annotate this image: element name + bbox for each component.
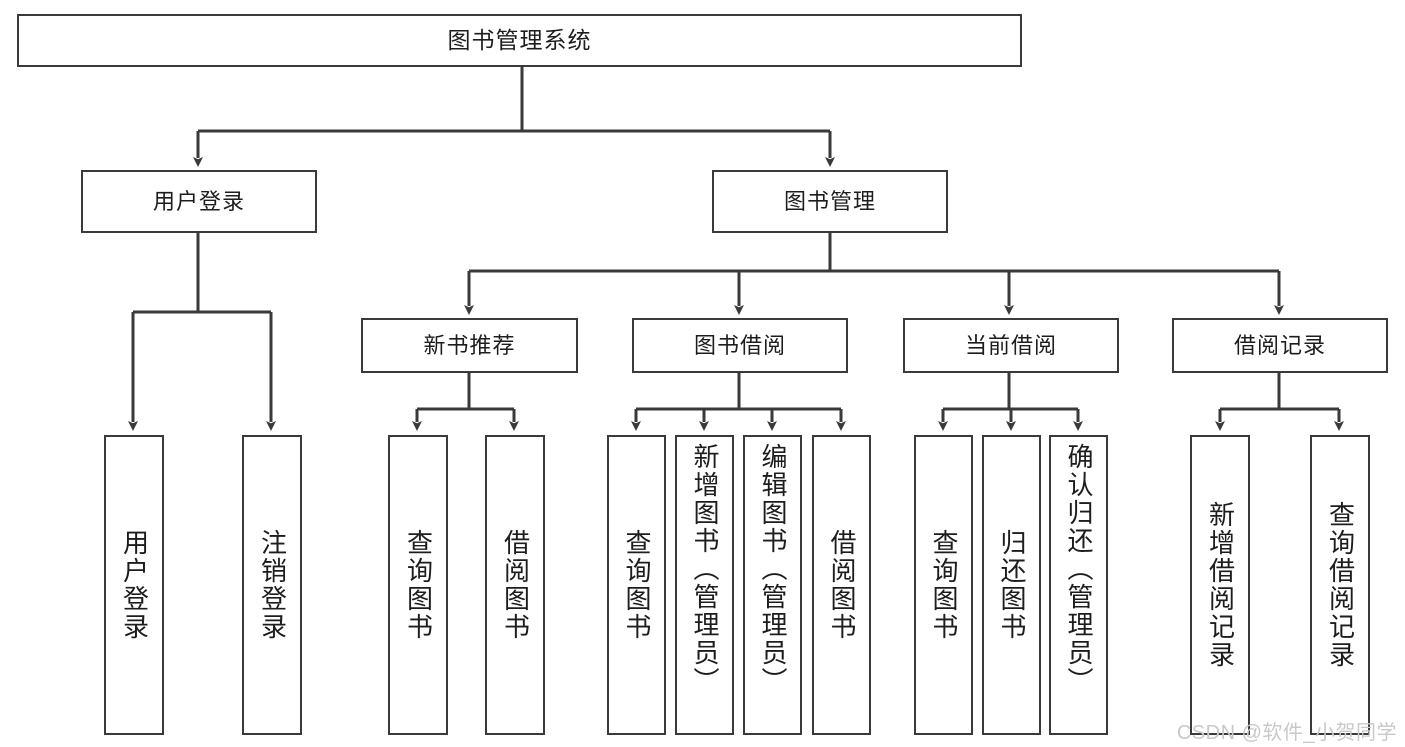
- leaf-borrow-book-1[interactable]: 借阅图书: [485, 435, 545, 735]
- node-current-borrow-label: 当前借阅: [964, 332, 1057, 358]
- leaf-add-record-label: 新增借阅记录: [1205, 501, 1236, 669]
- node-user-login[interactable]: 用户登录: [81, 170, 317, 233]
- node-new-book-rec-label: 新书推荐: [423, 332, 516, 358]
- node-book-mgmt[interactable]: 图书管理: [712, 170, 948, 233]
- node-new-book-rec[interactable]: 新书推荐: [361, 318, 578, 373]
- leaf-query-book-2-label: 查询图书: [622, 529, 653, 641]
- leaf-add-book[interactable]: 新增图书（管理员）: [675, 435, 734, 735]
- leaf-return-book-label: 归还图书: [997, 529, 1028, 641]
- leaf-confirm-return-label: 确认归还（管理员）: [1064, 443, 1095, 695]
- leaf-user-login[interactable]: 用户登录: [104, 435, 164, 735]
- node-user-login-label: 用户登录: [152, 188, 245, 214]
- leaf-borrow-book-2[interactable]: 借阅图书: [812, 435, 871, 735]
- leaf-query-book-1-label: 查询图书: [403, 529, 434, 641]
- leaf-add-book-label: 新增图书（管理员）: [690, 443, 721, 695]
- watermark-text: CSDN @软件_小贺同学: [1176, 722, 1397, 744]
- leaf-query-book-3[interactable]: 查询图书: [914, 435, 973, 735]
- node-root-label: 图书管理系统: [447, 27, 592, 54]
- node-book-mgmt-label: 图书管理: [783, 188, 876, 214]
- node-borrow-record[interactable]: 借阅记录: [1172, 318, 1388, 373]
- leaf-query-book-2[interactable]: 查询图书: [607, 435, 666, 735]
- leaf-add-record[interactable]: 新增借阅记录: [1190, 435, 1250, 735]
- node-current-borrow[interactable]: 当前借阅: [903, 318, 1119, 373]
- leaf-query-record[interactable]: 查询借阅记录: [1310, 435, 1370, 735]
- leaf-logout[interactable]: 注销登录: [242, 435, 302, 735]
- node-book-borrow-label: 图书借阅: [693, 332, 786, 358]
- leaf-confirm-return[interactable]: 确认归还（管理员）: [1049, 435, 1108, 735]
- node-borrow-record-label: 借阅记录: [1233, 332, 1326, 358]
- leaf-query-book-1[interactable]: 查询图书: [388, 435, 448, 735]
- leaf-return-book[interactable]: 归还图书: [982, 435, 1041, 735]
- leaf-query-record-label: 查询借阅记录: [1325, 501, 1356, 669]
- leaf-user-login-label: 用户登录: [119, 529, 150, 641]
- node-root[interactable]: 图书管理系统: [17, 14, 1022, 67]
- leaf-logout-label: 注销登录: [257, 529, 288, 641]
- leaf-borrow-book-1-label: 借阅图书: [500, 529, 531, 641]
- leaf-borrow-book-2-label: 借阅图书: [827, 529, 858, 641]
- leaf-query-book-3-label: 查询图书: [929, 529, 960, 641]
- node-book-borrow[interactable]: 图书借阅: [632, 318, 848, 373]
- leaf-edit-book[interactable]: 编辑图书（管理员）: [743, 435, 802, 735]
- leaf-edit-book-label: 编辑图书（管理员）: [758, 443, 789, 695]
